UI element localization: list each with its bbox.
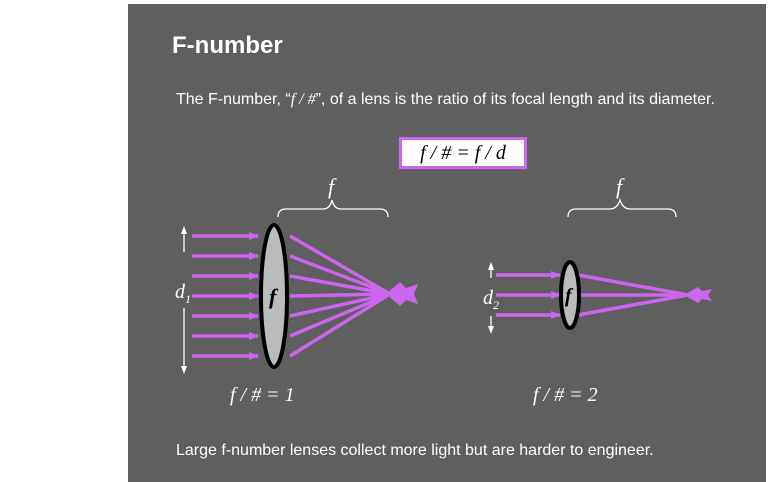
focal-label-1: f (328, 174, 337, 199)
conv-ray-1-4 (289, 292, 391, 298)
conv-ray-1-6 (289, 292, 391, 338)
description-fnum: f / # (290, 91, 316, 108)
converging-rays-1 (289, 234, 418, 358)
lens-label-1: f (269, 284, 279, 309)
incoming-rays-1 (192, 232, 259, 360)
diameter-label-1: d1 (175, 281, 191, 306)
focal-point-burst-2 (684, 287, 712, 303)
slide-description: The F-number, “f / #”, of a lens is the … (176, 90, 736, 110)
slide-title: F-number (172, 32, 283, 59)
conv-ray-1-7 (289, 292, 391, 358)
diameter-label-2: d2 (483, 287, 499, 312)
conv-ray-1-1 (289, 234, 391, 296)
lens-label-2: f (565, 285, 574, 307)
caption-lens-2: f / # = 2 (533, 384, 598, 406)
incoming-rays-2 (496, 271, 561, 319)
diameter-label-1-sub: 1 (185, 292, 191, 306)
formula: f / # = f / d (420, 141, 506, 164)
conv-ray-2-3 (577, 293, 689, 317)
focal-brace-2 (567, 197, 677, 218)
converging-rays-2 (577, 273, 712, 317)
conv-ray-1-5 (289, 292, 391, 318)
description-post: ”, of a lens is the ratio of its focal l… (315, 91, 715, 108)
caption-lens-1: f / # = 1 (230, 384, 295, 406)
conv-ray-2-1 (577, 273, 689, 297)
conv-ray-1-2 (289, 254, 391, 296)
conv-ray-1-3 (289, 274, 391, 296)
slide: F-number The F-number, “f / #”, of a len… (128, 4, 766, 482)
description-pre: The F-number, “ (176, 91, 291, 108)
lens-1 (259, 223, 289, 369)
focal-label-2: f (616, 174, 625, 199)
diameter-label-2-sub: 2 (493, 298, 499, 312)
lens-2 (559, 260, 581, 330)
focal-brace-1 (277, 199, 389, 218)
slide-footer: Large f-number lenses collect more light… (176, 442, 654, 459)
diameter-label-2-d: d (483, 287, 494, 309)
focal-point-burst-1 (386, 282, 418, 306)
formula-box: f / # = f / d (399, 137, 527, 169)
lens-diagram: f d1 f f (175, 174, 712, 374)
diameter-label-1-d: d (175, 281, 186, 303)
